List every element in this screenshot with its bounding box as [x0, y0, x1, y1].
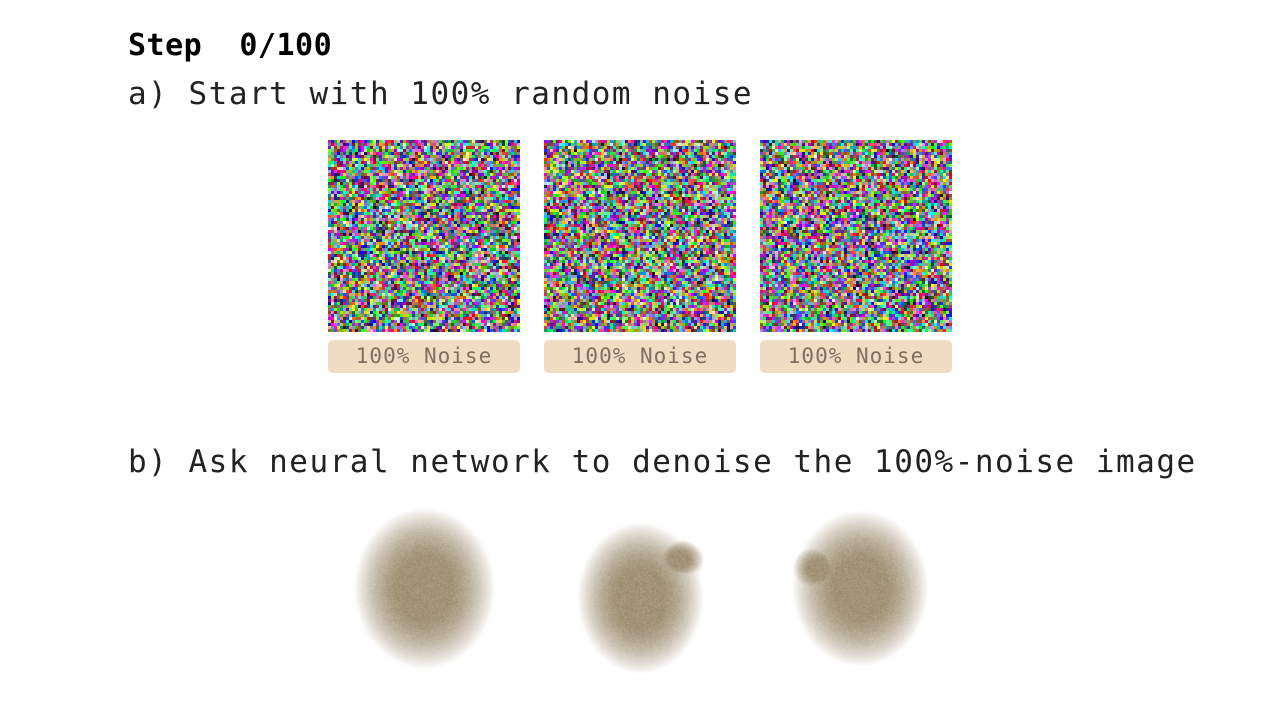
noise-badge: 100% Noise: [760, 340, 952, 373]
denoised-image-row: [328, 492, 952, 684]
noise-image: [760, 140, 952, 332]
step-counter: Step 0/100: [128, 28, 333, 63]
noise-badge: 100% Noise: [328, 340, 520, 373]
denoised-cell: [328, 492, 520, 684]
denoised-cell: [544, 492, 736, 684]
denoised-image: [328, 492, 520, 684]
noise-cell: 100% Noise: [328, 140, 520, 373]
noise-image-row: 100% Noise 100% Noise 100% Noise: [328, 140, 952, 373]
section-b-heading: b) Ask neural network to denoise the 100…: [128, 444, 1197, 480]
denoised-cell: [760, 492, 952, 684]
noise-cell: 100% Noise: [760, 140, 952, 373]
noise-cell: 100% Noise: [544, 140, 736, 373]
noise-image: [544, 140, 736, 332]
denoised-image: [760, 492, 952, 684]
noise-image: [328, 140, 520, 332]
denoised-image: [544, 492, 736, 684]
noise-badge: 100% Noise: [544, 340, 736, 373]
section-a-heading: a) Start with 100% random noise: [128, 76, 754, 112]
